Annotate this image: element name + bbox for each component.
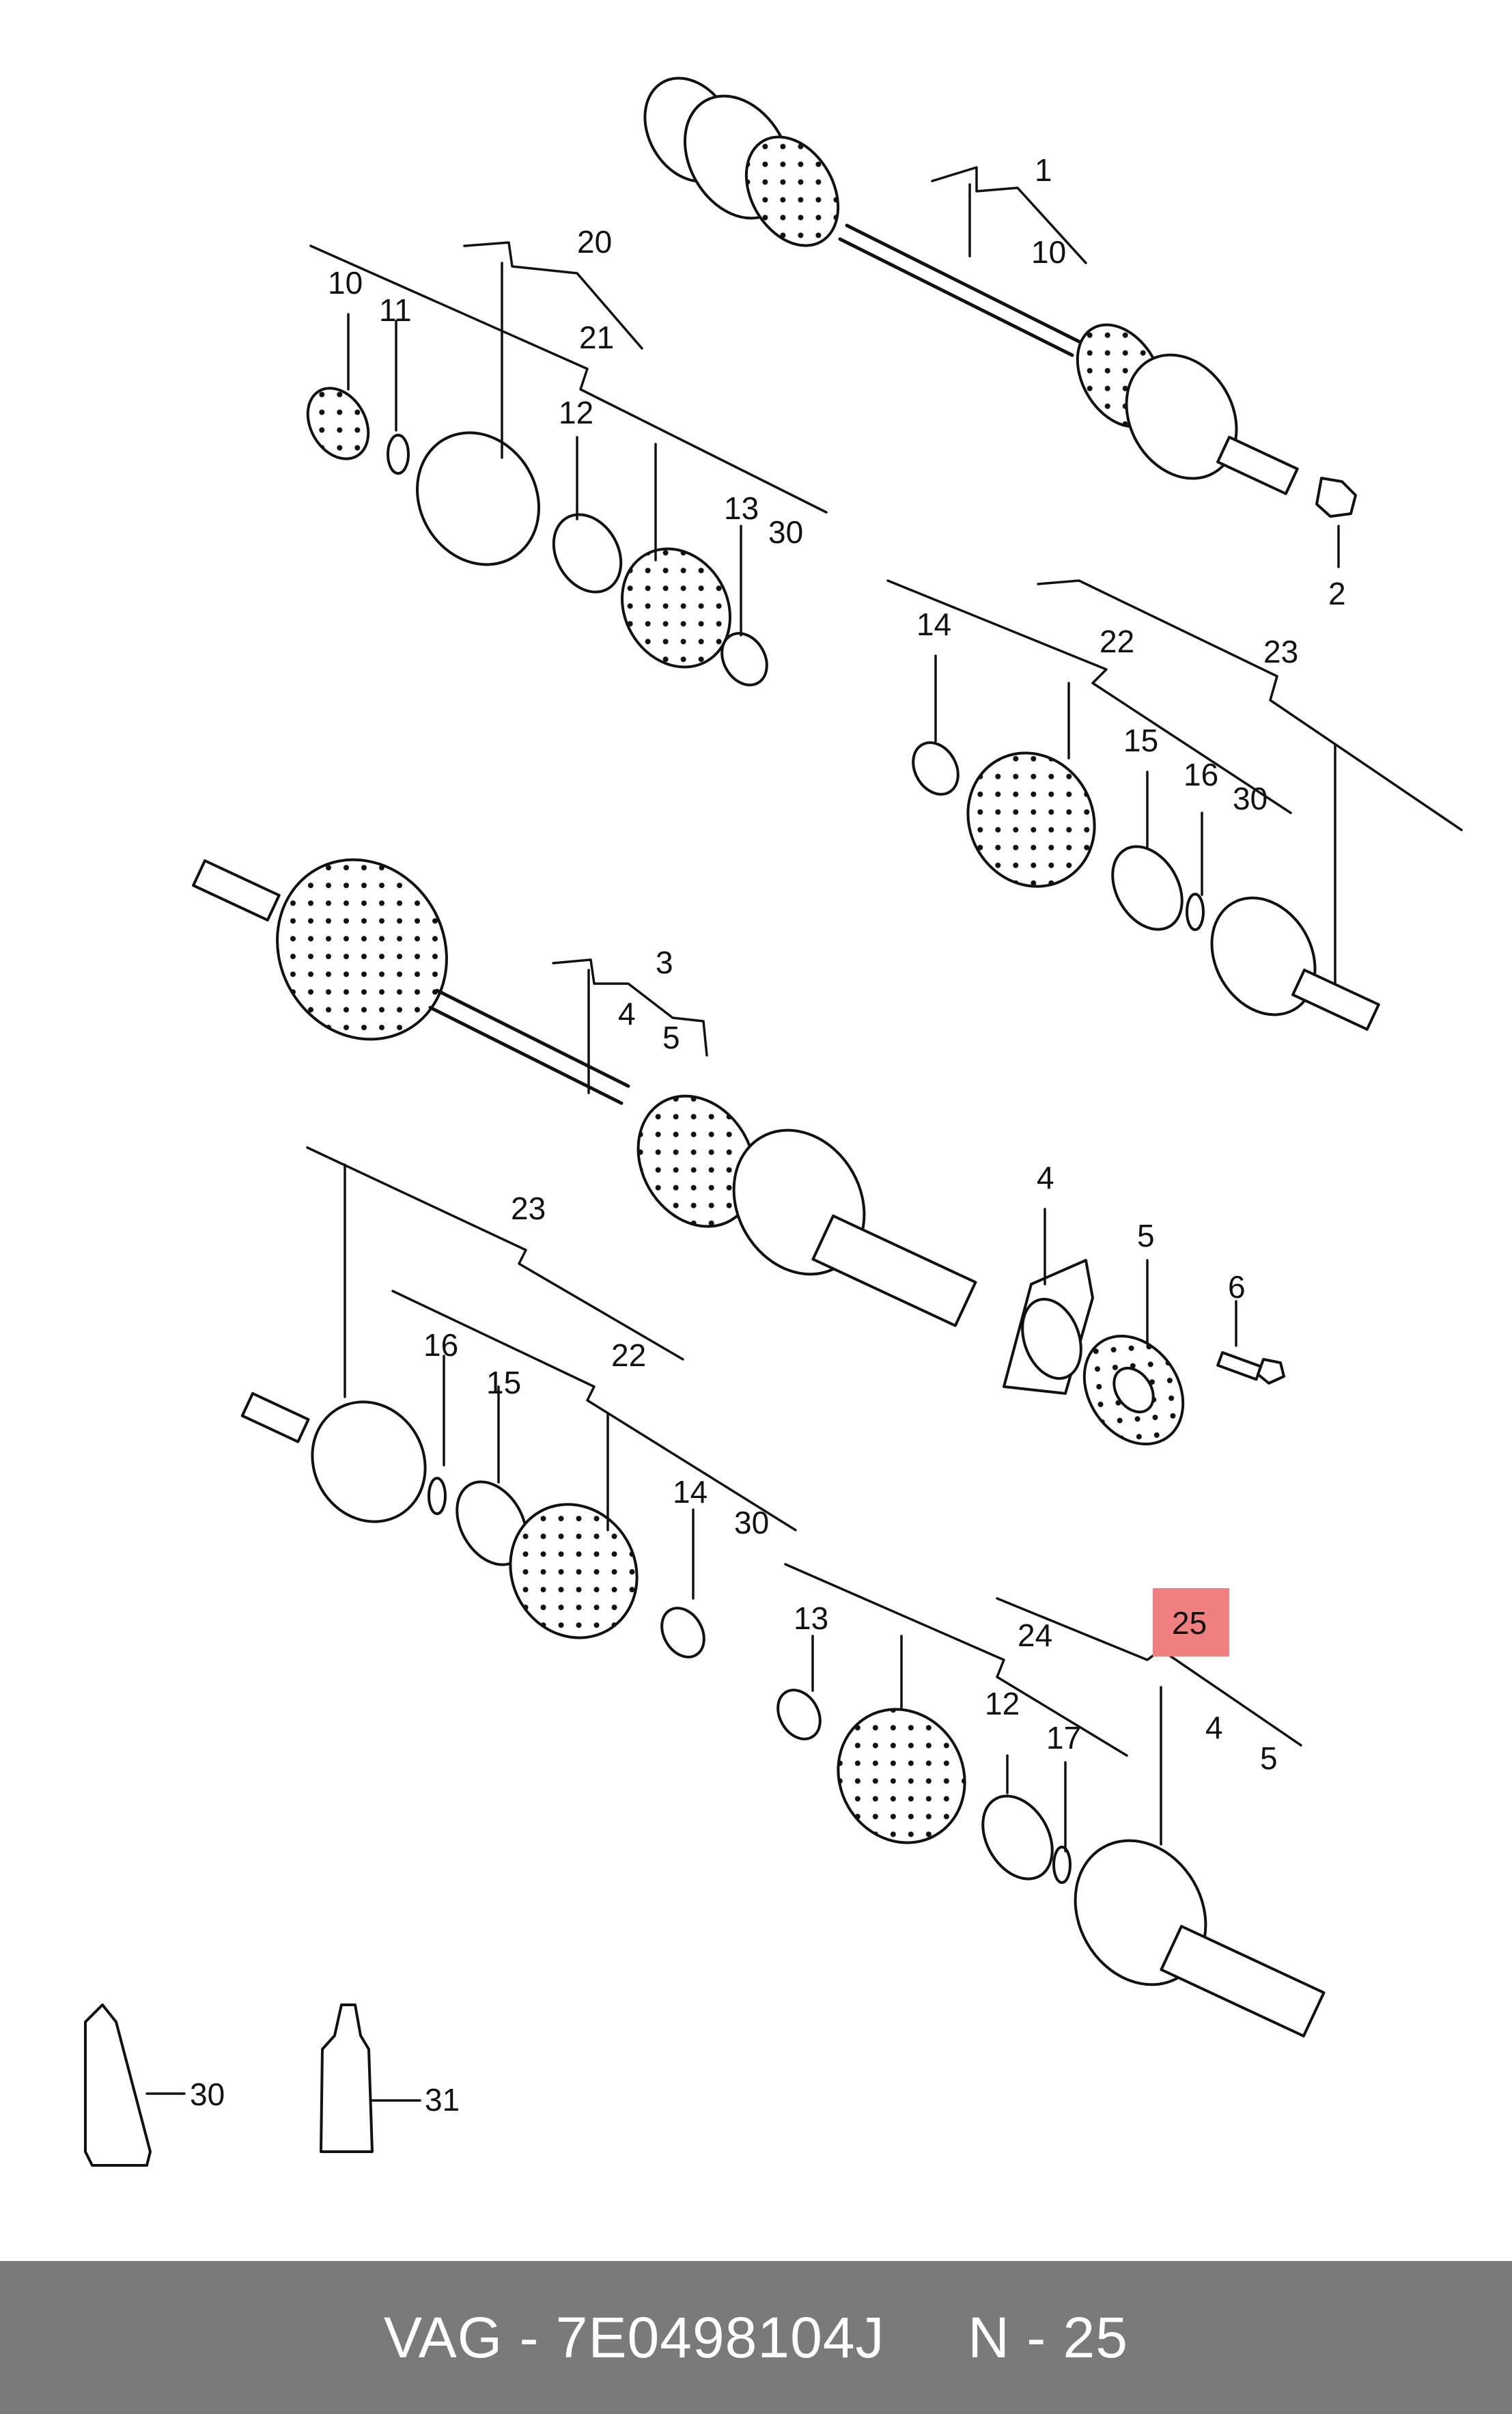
footer-part-number-text: VAG - 7E0498104J N - 25 <box>383 2305 1128 2370</box>
callout-30: 30 <box>190 2077 225 2112</box>
callout-21: 21 <box>579 320 614 355</box>
callout-10: 10 <box>328 265 363 301</box>
outer-joint-kit-bottom <box>240 1391 705 1659</box>
callout-6: 6 <box>1228 1269 1246 1305</box>
exploded-parts-diagram: 1 10 2 20 21 10 11 12 13 30 14 22 23 15 … <box>84 77 1463 2167</box>
inner-joint-kit-top <box>912 741 1380 1031</box>
callout-12: 12 <box>985 1686 1020 1721</box>
callout-31: 31 <box>425 2082 460 2118</box>
mounting-bracket <box>1003 1259 1094 1395</box>
callout-13: 13 <box>794 1600 828 1636</box>
callout-11: 11 <box>379 292 412 328</box>
callout-2: 2 <box>1328 576 1346 611</box>
callout-4: 4 <box>618 996 636 1031</box>
inner-joint-kit-bottom <box>776 1689 1326 2038</box>
callout-10: 10 <box>1031 234 1066 270</box>
leader-lines <box>145 166 1463 2102</box>
callout-14: 14 <box>916 607 951 642</box>
callout-23: 23 <box>511 1191 546 1226</box>
callout-labels: 1 10 2 20 21 10 11 12 13 30 14 22 23 15 … <box>190 152 1346 2118</box>
callout-16: 16 <box>423 1327 458 1363</box>
hex-nut <box>1315 477 1357 518</box>
callout-30: 30 <box>1233 781 1268 816</box>
callout-15: 15 <box>1123 723 1158 758</box>
callout-5: 5 <box>662 1020 680 1055</box>
bolt <box>1216 1350 1285 1385</box>
callout-12: 12 <box>559 395 593 430</box>
drive-shaft-top <box>643 77 1299 495</box>
callout-17: 17 <box>1046 1720 1081 1756</box>
grease-tube-icon <box>84 2003 152 2167</box>
callout-14: 14 <box>673 1474 708 1510</box>
callout-13: 13 <box>724 490 759 526</box>
callout-23: 23 <box>1263 634 1298 669</box>
bearing <box>1082 1335 1185 1445</box>
footer-bar: VAG - 7E0498104J N - 25 <box>0 2261 1512 2414</box>
highlight-box <box>1153 1588 1229 1656</box>
callout-22: 22 <box>1100 624 1134 659</box>
callout-30: 30 <box>734 1505 769 1540</box>
callout-22: 22 <box>611 1337 646 1373</box>
callout-25: 25 <box>1172 1605 1207 1641</box>
drive-shaft-middle <box>192 858 977 1327</box>
sealant-bottle-icon <box>320 2003 374 2153</box>
callout-5: 5 <box>1137 1218 1155 1253</box>
callout-30: 30 <box>768 514 803 550</box>
callout-4: 4 <box>1037 1160 1054 1195</box>
callout-15: 15 <box>486 1365 521 1400</box>
callout-3: 3 <box>656 945 673 980</box>
callout-16: 16 <box>1184 757 1218 792</box>
callout-5: 5 <box>1260 1740 1278 1776</box>
callout-4: 4 <box>1205 1710 1223 1745</box>
outer-joint-kit-top <box>306 387 768 686</box>
callout-20: 20 <box>577 224 612 260</box>
callout-24: 24 <box>1018 1618 1052 1653</box>
callout-1: 1 <box>1035 152 1052 188</box>
